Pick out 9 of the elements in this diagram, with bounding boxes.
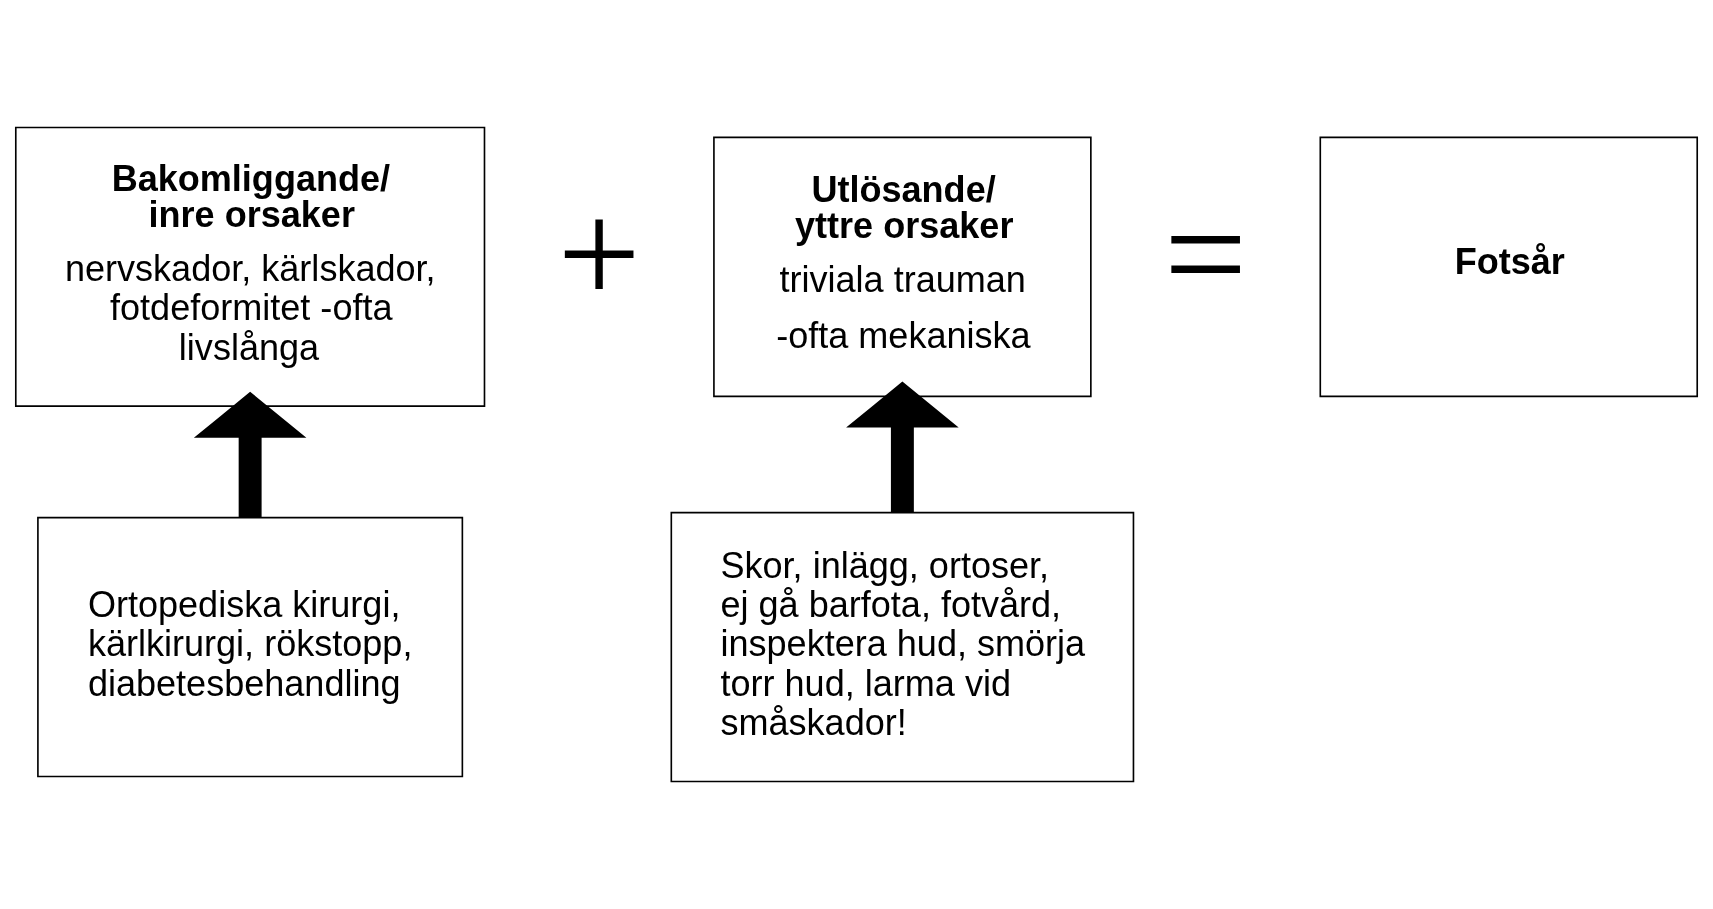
arrow bbox=[193, 391, 307, 518]
label: = bbox=[1163, 172, 1248, 336]
node-box: Utlösande/ yttre orsaker triviala trauman -ofta mekaniska bbox=[713, 136, 1092, 398]
arrow bbox=[846, 381, 959, 513]
node-box: Bakomliggande/ inre orsaker nervskador, kärlskador, fotdeformitet -ofta livslånga bbox=[14, 126, 486, 407]
node-box: Ortopediska kirurgi, kärlkirurgi, rökstopp, diabetesbehandling bbox=[37, 516, 464, 778]
node-box: Fotsår bbox=[1319, 136, 1699, 398]
label: + bbox=[557, 172, 641, 336]
node-box: Skor, inlägg, ortoser, ej gå barfota, fotvård, inspektera hud, smörja torr hud, larma vid småskador! bbox=[670, 511, 1135, 783]
